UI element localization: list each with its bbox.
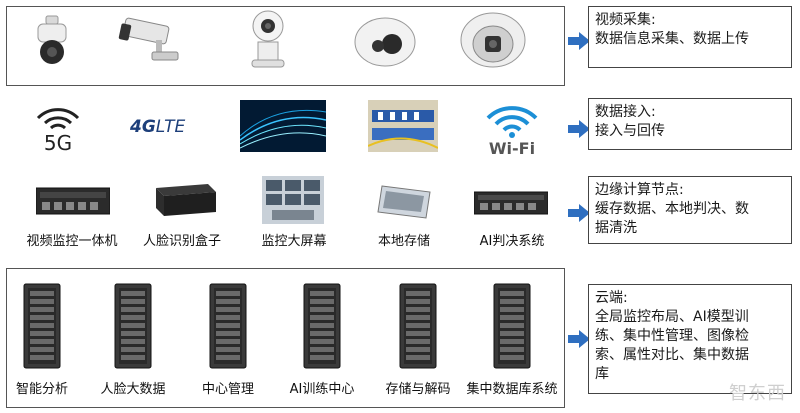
fiber-optic-icon (240, 100, 326, 152)
ai-decision-server-icon (474, 191, 548, 215)
4glte-logo-icon: 4GLTE (129, 117, 185, 137)
monitoring-screen-icon (262, 176, 324, 224)
edge-label: 人脸识别盒子 (142, 234, 222, 249)
video-monitoring-appliance-icon (36, 187, 110, 215)
edge-label: 视频监控一体机 (26, 234, 118, 249)
panel-line: 全局监控布局、AI模型训 (595, 309, 749, 325)
svg-text:5G: 5G (44, 131, 72, 155)
watermark-logo: 智东西 (729, 383, 786, 404)
video-capture-frame (6, 6, 565, 86)
panel-line: 接入与回传 (595, 123, 665, 139)
edge-label: 本地存储 (377, 234, 431, 249)
panel-line: 库 (595, 366, 609, 382)
server-rack-icon (493, 283, 531, 369)
ptz-dome-camera-icon (37, 15, 67, 64)
network-cable-icon (368, 100, 438, 152)
panel-title: 云端: (595, 290, 628, 306)
local-storage-icon (377, 185, 431, 219)
server-rack-icon (114, 283, 152, 369)
dome-camera-icon (460, 12, 526, 68)
panel-title: 边缘计算节点: (595, 182, 684, 198)
cloud-panel: 云端: 全局监控布局、AI模型训 练、集中性管理、图像检 索、属性对比、集中数据… (588, 284, 792, 394)
svg-text:Wi-Fi: Wi-Fi (489, 139, 535, 156)
video-capture-panel: 视频采集: 数据信息采集、数据上传 (588, 6, 792, 68)
cloud-label: 中心管理 (201, 382, 255, 397)
cloud-label: 智能分析 (15, 382, 69, 397)
arrow-icon (568, 330, 590, 348)
home-ip-camera-icon (251, 10, 285, 68)
face-recognition-box-icon (156, 184, 216, 216)
cloud-label: AI训练中心 (289, 382, 355, 397)
cloud-label: 集中数据库系统 (466, 382, 558, 397)
server-rack-icon (303, 283, 341, 369)
panel-title: 视频采集: (595, 12, 656, 28)
panel-line: 练、集中性管理、图像检 (595, 328, 749, 344)
arrow-icon (568, 120, 590, 138)
wifi-icon: Wi-Fi (486, 106, 538, 156)
server-rack-icon (209, 283, 247, 369)
arrow-icon (568, 204, 590, 222)
cloud-label: 存储与解码 (385, 382, 451, 397)
data-access-panel: 数据接入: 接入与回传 (588, 98, 792, 150)
cloud-frame (6, 268, 565, 408)
bullet-camera-icon (118, 17, 179, 61)
panel-line: 索、属性对比、集中数据 (595, 347, 749, 363)
server-rack-icon (23, 283, 61, 369)
panel-line: 数据信息采集、数据上传 (595, 31, 749, 47)
svg-text:4GLTE: 4GLTE (129, 117, 185, 137)
server-rack-icon (399, 283, 437, 369)
5g-signal-icon: 5G (36, 108, 80, 155)
edge-label: 监控大屏幕 (261, 234, 327, 249)
edge-label: AI判决系统 (479, 234, 545, 249)
panel-line: 据清洗 (595, 220, 637, 236)
turret-camera-icon (354, 17, 416, 67)
cloud-label: 人脸大数据 (100, 382, 166, 397)
panel-line: 缓存数据、本地判决、数 (595, 201, 749, 217)
arrow-icon (568, 32, 590, 50)
edge-node-panel: 边缘计算节点: 缓存数据、本地判决、数 据清洗 (588, 176, 792, 244)
panel-title: 数据接入: (595, 104, 656, 120)
